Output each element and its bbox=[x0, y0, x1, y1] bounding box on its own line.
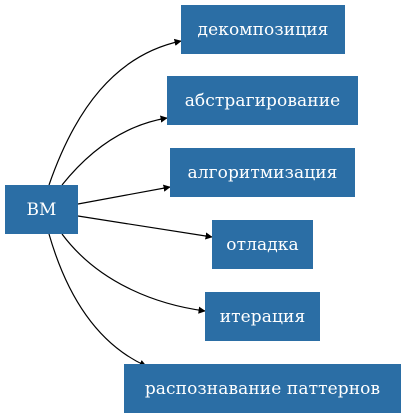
root-node: ВМ bbox=[5, 185, 78, 234]
node-abstraction-label: абстрагирование bbox=[184, 90, 341, 111]
edge-root-to-abstraction bbox=[61, 115, 168, 186]
node-iteration-label: итерация bbox=[219, 306, 306, 327]
node-debugging-label: отладка bbox=[226, 234, 299, 255]
node-algorithmization-label: алгоритмизация bbox=[187, 162, 338, 183]
node-decomposition: декомпозиция bbox=[181, 5, 345, 54]
edge-root-to-debugging bbox=[77, 215, 213, 240]
node-iteration: итерация bbox=[205, 292, 320, 341]
node-pattern-recognition: распознавание паттернов bbox=[124, 364, 401, 413]
node-algorithmization: алгоритмизация bbox=[170, 148, 355, 197]
node-pattern-recognition-label: распознавание паттернов bbox=[144, 378, 381, 399]
root-node-label: ВМ bbox=[26, 199, 57, 220]
edge-root-to-iteration bbox=[61, 233, 206, 314]
node-decomposition-label: декомпозиция bbox=[197, 19, 329, 40]
node-debugging: отладка bbox=[212, 220, 313, 269]
edge-root-to-pattern-recognition bbox=[48, 233, 147, 367]
edge-root-to-algorithmization bbox=[77, 184, 171, 205]
edge-root-to-decomposition bbox=[48, 38, 182, 186]
node-abstraction: абстрагирование bbox=[167, 76, 358, 125]
